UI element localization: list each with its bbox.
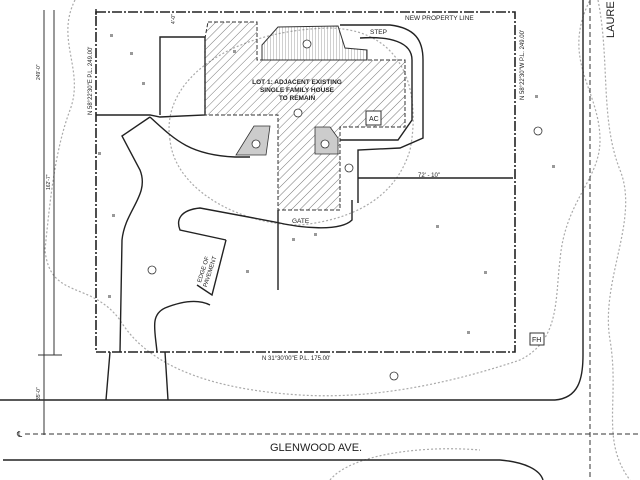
- new-property-line-label: NEW PROPERTY LINE: [405, 15, 474, 22]
- street-curve: [554, 0, 584, 401]
- dimension-72: 72' - 10": [418, 173, 440, 179]
- street-name-laurel: LAURE: [605, 1, 617, 38]
- patio: [235, 125, 271, 156]
- tree-markers: [147, 39, 543, 381]
- walkway: [340, 36, 413, 141]
- west-bearing-label: N 58°22'30"E P.L. 249.00': [88, 47, 94, 115]
- porch: [261, 25, 368, 61]
- pavement-edge: [177, 200, 353, 241]
- street-name-glenwood: GLENWOOD AVE.: [270, 442, 362, 454]
- ac-unit: [365, 110, 382, 126]
- property-line: [95, 11, 516, 353]
- driveway-edge: [149, 116, 250, 158]
- dim-162-label: 162'-7": [46, 174, 52, 190]
- driveway-edge: [153, 300, 211, 401]
- gate-label: GATE: [292, 218, 310, 225]
- pavement-edge: [196, 239, 227, 297]
- lot-label-line1: LOT 1: ADJACENT EXISTING: [252, 79, 342, 86]
- survey-points: [98, 34, 555, 334]
- tree-canopy-outline: [329, 448, 481, 480]
- dim-35-label: 35'-0": [36, 387, 42, 400]
- fence-line: [96, 36, 206, 118]
- step-label: STEP: [370, 29, 387, 36]
- east-bearing-label: N 58°22'30"W P.L. 249.00': [520, 30, 526, 100]
- south-bearing-label: N 31°30'00"E P.L. 175.00': [262, 356, 330, 362]
- dim-249-label: 249'-0": [36, 64, 42, 80]
- fire-hydrant-label: FH: [532, 337, 541, 344]
- tree-canopy-outline: [44, 0, 601, 397]
- street-curve: [499, 459, 544, 480]
- lot-label-line3: TO REMAIN: [279, 95, 316, 102]
- walkway: [340, 24, 424, 203]
- ac-label: AC: [369, 116, 379, 123]
- driveway-edge: [105, 116, 151, 401]
- centerline-symbol: ℄: [16, 430, 23, 439]
- lot-label-line2: SINGLE FAMILY HOUSE: [260, 87, 335, 94]
- existing-house: [204, 21, 406, 211]
- dim-4-label: 4'-0": [171, 14, 177, 24]
- fire-hydrant-box: [529, 332, 545, 346]
- tree-canopy-outline: [597, 0, 631, 480]
